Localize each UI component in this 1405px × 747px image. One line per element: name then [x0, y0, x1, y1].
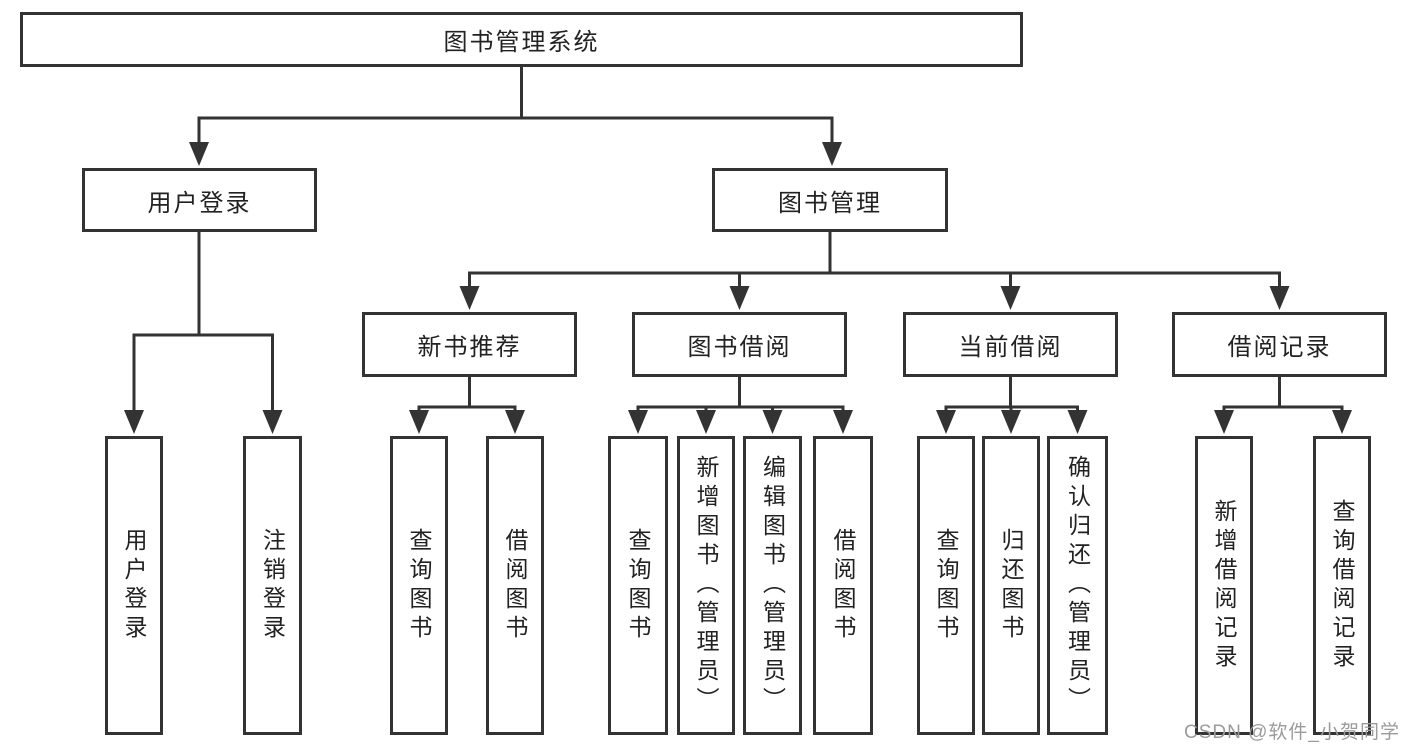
node-user-login: 用户登录: [82, 168, 317, 232]
node-root-system: 图书管理系统: [20, 12, 1023, 67]
leaf-query-borrow-record: 查询借阅记录: [1313, 436, 1371, 735]
node-book-management: 图书管理: [712, 168, 948, 232]
node-book-borrow: 图书借阅: [632, 312, 847, 377]
leaf-recommend-query-books: 查询图书: [390, 436, 448, 735]
leaf-confirm-return-admin: 确认归还（管理员）: [1047, 436, 1108, 735]
node-borrow-record: 借阅记录: [1172, 312, 1387, 377]
leaf-recommend-borrow-books: 借阅图书: [486, 436, 544, 735]
csdn-watermark: CSDN @软件_小贺同学: [1184, 722, 1400, 743]
leaf-user-login: 用户登录: [105, 436, 163, 735]
leaf-current-query-books: 查询图书: [917, 436, 975, 735]
node-current-borrow: 当前借阅: [903, 312, 1118, 377]
leaf-return-books: 归还图书: [982, 436, 1040, 735]
leaf-add-borrow-record: 新增借阅记录: [1195, 436, 1253, 735]
node-new-book-recommend: 新书推荐: [362, 312, 577, 377]
leaf-borrow-query-books: 查询图书: [608, 436, 668, 735]
leaf-borrow-books: 借阅图书: [813, 436, 873, 735]
leaf-logout: 注销登录: [243, 436, 302, 735]
arrowheads: [124, 142, 1352, 434]
leaf-edit-books-admin: 编辑图书（管理员）: [743, 436, 802, 735]
leaf-add-books-admin: 新增图书（管理员）: [677, 436, 735, 735]
